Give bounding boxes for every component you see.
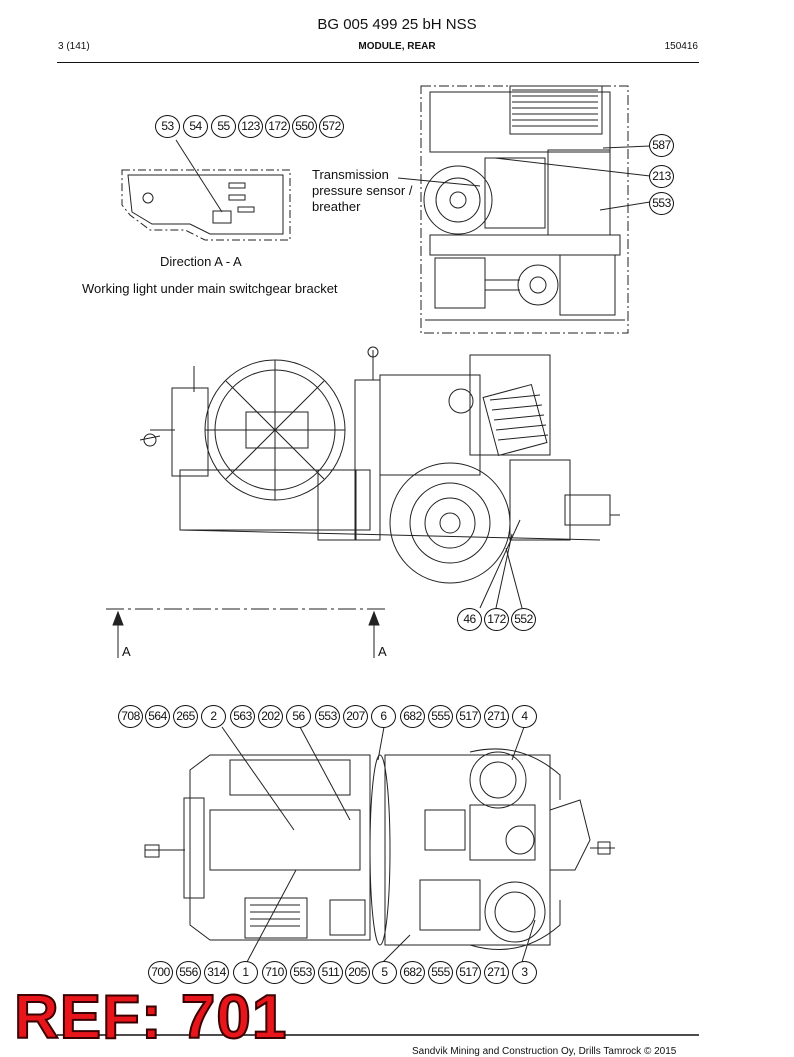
- callout-511: 511: [318, 961, 343, 984]
- document-code: 150416: [664, 41, 698, 52]
- callout-205: 205: [345, 961, 370, 984]
- callout-172: 172: [265, 115, 290, 138]
- callout-550: 550: [292, 115, 317, 138]
- working-light-label: Working light under main switchgear brac…: [82, 281, 338, 296]
- callout-553-bottom: 553: [290, 961, 315, 984]
- callout-553: 553: [649, 192, 674, 215]
- callout-265: 265: [173, 705, 198, 728]
- callout-564: 564: [145, 705, 170, 728]
- callout-6: 6: [371, 705, 396, 728]
- callout-700: 700: [148, 961, 173, 984]
- callout-682-bottom: 682: [400, 961, 425, 984]
- page-number: 3 (141): [58, 41, 90, 52]
- callout-587: 587: [649, 134, 674, 157]
- transmission-label-line3: breather: [312, 199, 361, 214]
- callout-517-top: 517: [456, 705, 481, 728]
- header-rule: [57, 62, 699, 63]
- document-title: BG 005 499 25 bH NSS: [317, 16, 477, 33]
- callout-555-top: 555: [428, 705, 453, 728]
- callout-556: 556: [176, 961, 201, 984]
- callout-46: 46: [457, 608, 482, 631]
- callout-271-top: 271: [484, 705, 509, 728]
- section-line-aa: [106, 608, 385, 658]
- transmission-label-line2: pressure sensor /: [312, 183, 413, 198]
- callout-54: 54: [183, 115, 208, 138]
- plan-view-machine: [144, 726, 615, 963]
- callout-314: 314: [204, 961, 229, 984]
- callout-552: 552: [511, 608, 536, 631]
- transmission-label-line1: Transmission: [312, 167, 389, 182]
- section-a-left: A: [122, 644, 131, 659]
- callout-271-bottom: 271: [484, 961, 509, 984]
- callout-3: 3: [512, 961, 537, 984]
- callout-2: 2: [201, 705, 226, 728]
- section-a-right: A: [378, 644, 387, 659]
- callout-207: 207: [343, 705, 368, 728]
- detail-direction-aa: [121, 139, 291, 241]
- callout-708: 708: [118, 705, 143, 728]
- callout-55: 55: [211, 115, 236, 138]
- side-view-machine: [139, 346, 620, 609]
- callout-56: 56: [286, 705, 311, 728]
- callout-172-side: 172: [484, 608, 509, 631]
- callout-1: 1: [233, 961, 258, 984]
- callout-572: 572: [319, 115, 344, 138]
- callout-517-bottom: 517: [456, 961, 481, 984]
- callout-4: 4: [512, 705, 537, 728]
- callout-123: 123: [238, 115, 263, 138]
- callout-213: 213: [649, 165, 674, 188]
- callout-553-top: 553: [315, 705, 340, 728]
- section-title: MODULE, REAR: [358, 41, 436, 52]
- ref-stamp: REF: 701: [13, 983, 288, 1052]
- callout-53: 53: [155, 115, 180, 138]
- callout-563: 563: [230, 705, 255, 728]
- callout-682-top: 682: [400, 705, 425, 728]
- callout-202: 202: [258, 705, 283, 728]
- detail-transmission: [397, 85, 651, 334]
- direction-label: Direction A - A: [160, 254, 242, 269]
- callout-5: 5: [372, 961, 397, 984]
- callout-710: 710: [262, 961, 287, 984]
- footer-copyright: Sandvik Mining and Construction Oy, Dril…: [412, 1046, 677, 1057]
- callout-555-bottom: 555: [428, 961, 453, 984]
